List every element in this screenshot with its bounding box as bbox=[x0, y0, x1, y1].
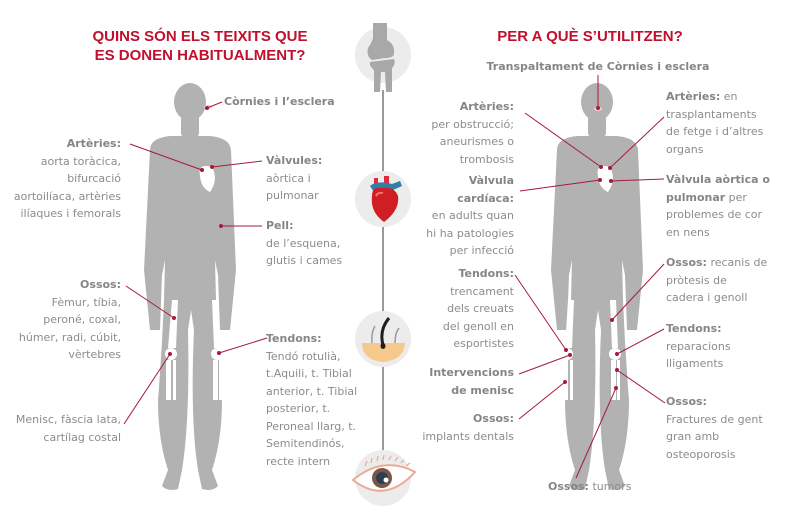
label-arteries-left: Artèries: aorta toràcica, bifurcació aor… bbox=[13, 137, 121, 220]
label-arteries-use-left: Artèries: per obstrucció; aneurismes o t… bbox=[431, 100, 514, 166]
knee-joint-icon bbox=[355, 23, 411, 92]
label-menisc: Menisc, fàscia lata, cartílag costal bbox=[15, 413, 121, 444]
left-title: QUINS SÓN ELS TEIXITS QUE ES DONEN HABIT… bbox=[60, 27, 340, 65]
left-body-bones bbox=[165, 105, 223, 400]
label-valvula-cardiaca: Vàlvula cardíaca: en adults quan hi ha p… bbox=[426, 174, 514, 257]
label-valvula-aortica: Vàlvula aòrtica o pulmonar per problemes… bbox=[666, 173, 770, 239]
label-arteries-use-right: Artèries: en trasplantaments de fetge i … bbox=[666, 90, 764, 156]
right-connectors bbox=[514, 75, 666, 479]
label-tendons-left: Tendons: Tendó rotulià, t.Aquili, t. Tib… bbox=[266, 332, 358, 468]
right-title: PER A QUÈ S’UTILITZEN? bbox=[497, 28, 683, 45]
label-title: Artèries: bbox=[66, 137, 121, 150]
label-valvules: Vàlvules: aòrtica i pulmonar bbox=[266, 154, 323, 202]
heart-icon bbox=[355, 171, 411, 227]
label-pell: Pell: de l’esquena, glutis i cames bbox=[266, 219, 343, 267]
label-intervencions-menisc: Intervencions de menisc bbox=[429, 366, 514, 397]
skin-hair-icon bbox=[355, 311, 411, 367]
label-ossos-implants: Ossos: implants dentals bbox=[422, 412, 514, 443]
label-tendons-reparacions: Tendons: reparacions lligaments bbox=[666, 322, 731, 370]
right-body-silhouette bbox=[551, 83, 643, 490]
label-transplantament-cornies: Transpaltament de Còrnies i esclera bbox=[486, 60, 710, 73]
label-ossos-recanis: Ossos: recanis de pròtesis de cadera i g… bbox=[666, 256, 768, 304]
left-title-line1: QUINS SÓN ELS TEIXITS QUE bbox=[92, 28, 308, 45]
label-ossos-tumors: Ossos: tumors bbox=[548, 480, 632, 493]
right-body-bones bbox=[561, 107, 621, 400]
label-ossos-left: Ossos: Fèmur, tíbia, peroné, coxal, húme… bbox=[18, 278, 121, 361]
left-connectors bbox=[123, 101, 268, 425]
left-title-line2: ES DONEN HABITUALMENT? bbox=[94, 47, 306, 64]
label-ossos-fractures: Ossos: Fractures de gent gran amb osteop… bbox=[666, 395, 763, 461]
label-tendons-use-left: Tendons: trencament dels creuats del gen… bbox=[442, 267, 514, 350]
eye-icon bbox=[351, 450, 417, 506]
left-body-silhouette bbox=[144, 83, 236, 490]
label-cornies-esclera: Còrnies i l’esclera bbox=[224, 95, 335, 108]
